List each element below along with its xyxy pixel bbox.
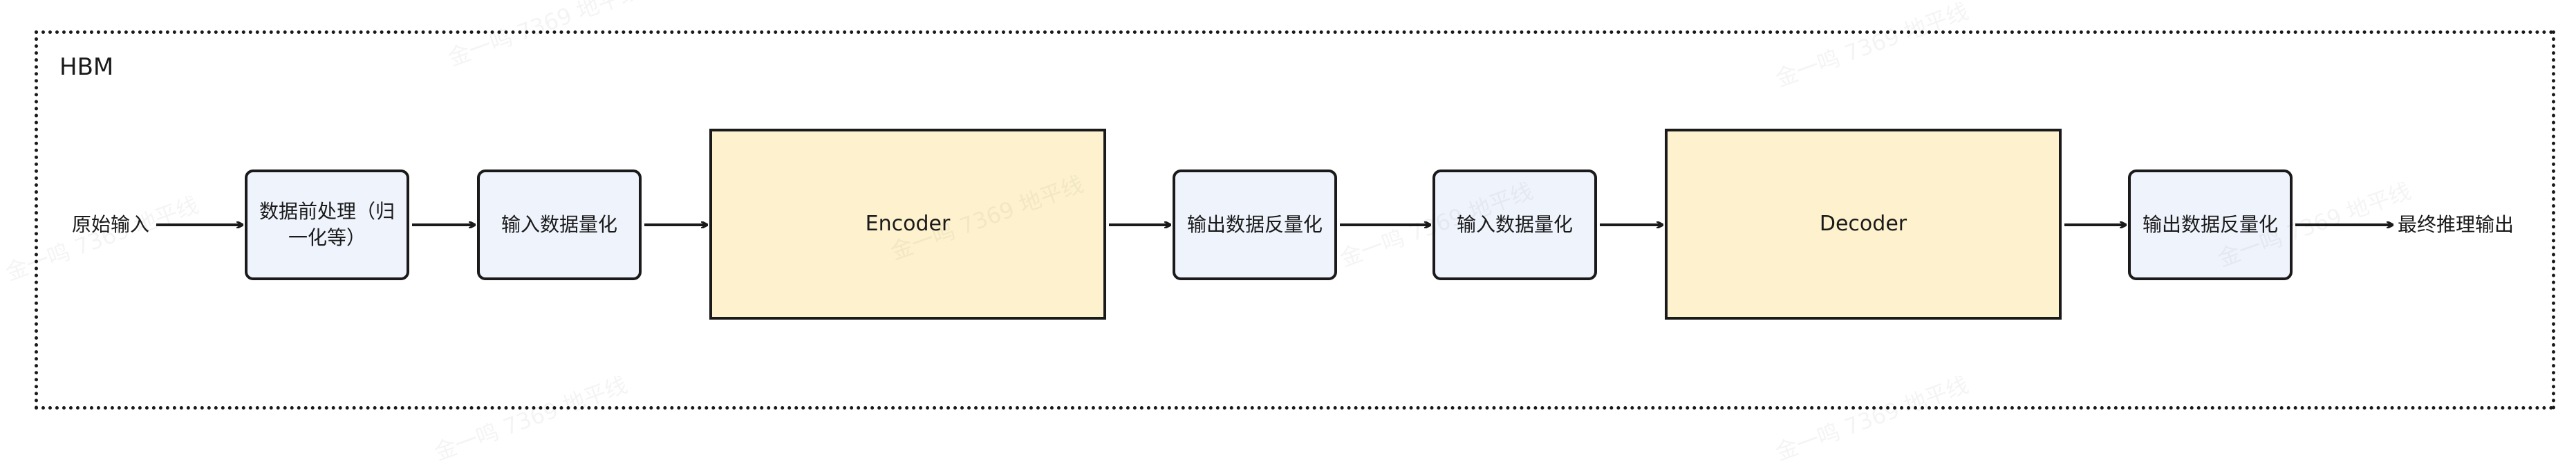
input-quantize-node-2: 输入数据量化: [1432, 170, 1597, 280]
output-dequantize-node-1-label: 输出数据反量化: [1186, 213, 1323, 236]
decoder-node: Decoder: [1665, 129, 2062, 320]
input-quantize-node-1-label: 输入数据量化: [501, 213, 617, 236]
input-quantize-node-1: 输入数据量化: [477, 170, 642, 280]
preprocess-node-label: 数据前处理（归一化等）: [259, 200, 395, 249]
decoder-node-label: Decoder: [1819, 212, 1907, 236]
output-dequantize-node-1: 输出数据反量化: [1173, 170, 1337, 280]
input-label: 原始输入: [72, 213, 150, 236]
output-dequantize-node-2-label: 输出数据反量化: [2142, 213, 2278, 236]
encoder-node-label: Encoder: [865, 212, 951, 236]
hbm-container: [35, 30, 2555, 410]
flow-arrows: [156, 0, 2576, 447]
container-title: HBM: [59, 53, 114, 81]
output-label: 最终推理输出: [2398, 213, 2514, 236]
encoder-node: Encoder: [709, 129, 1106, 320]
preprocess-node: 数据前处理（归一化等）: [245, 170, 409, 280]
input-quantize-node-2-label: 输入数据量化: [1456, 213, 1573, 236]
output-dequantize-node-2: 输出数据反量化: [2128, 170, 2293, 280]
